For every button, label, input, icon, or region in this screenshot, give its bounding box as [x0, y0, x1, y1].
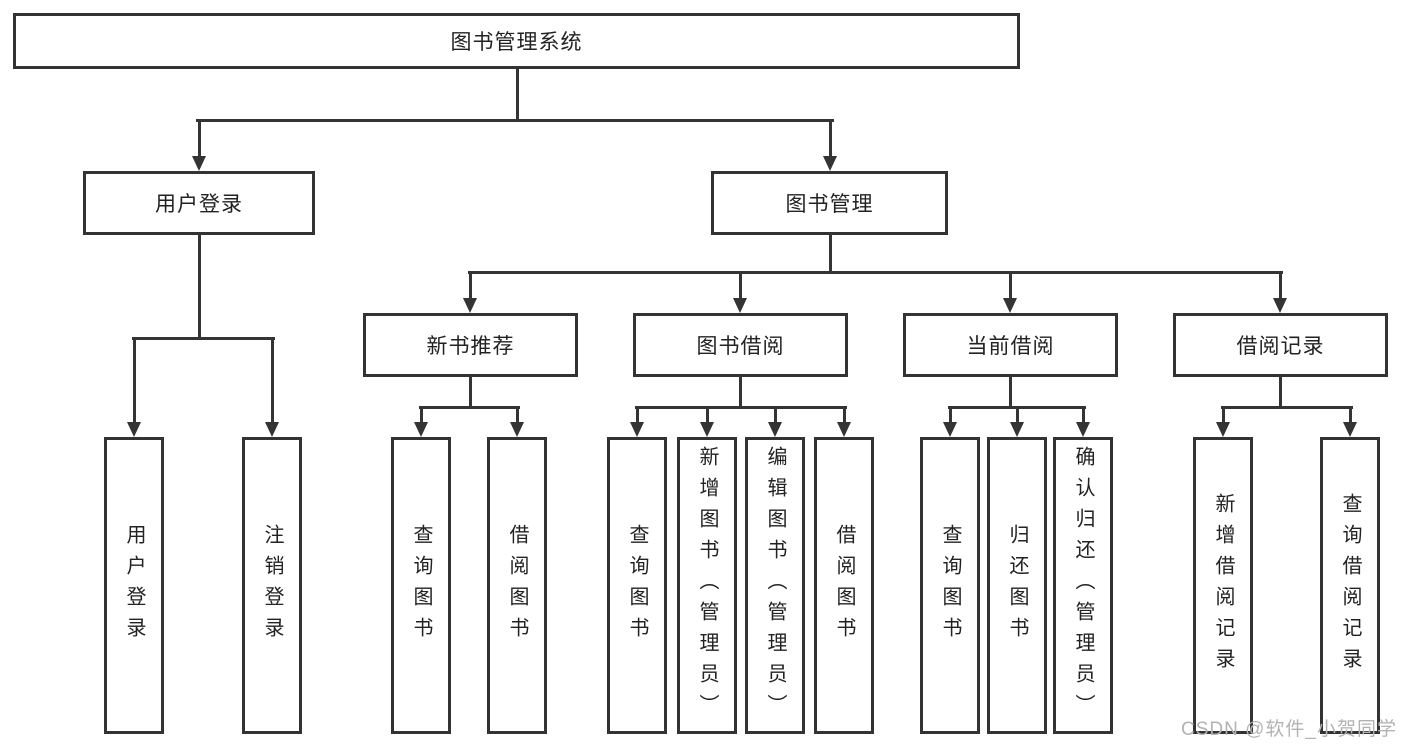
arrow-shaft	[1015, 407, 1019, 424]
arrowhead-icon	[1216, 422, 1230, 437]
node-label: 查询图书	[939, 523, 961, 648]
node-label: 借阅图书	[506, 523, 528, 648]
leaf-logout: 注销登录	[242, 437, 302, 734]
arrow-shaft	[738, 272, 742, 300]
arrowhead-icon	[823, 156, 837, 171]
arrowhead-icon	[192, 156, 206, 171]
arrow-shaft	[515, 407, 519, 424]
arrow-shaft	[1221, 407, 1225, 424]
connector-line	[468, 377, 472, 409]
node-book-management: 图书管理	[711, 171, 948, 235]
arrowhead-icon	[733, 298, 747, 313]
arrowhead-icon	[1010, 422, 1024, 437]
arrow-shaft	[842, 407, 846, 424]
connector-line	[197, 235, 201, 340]
arrowhead-icon	[463, 298, 477, 313]
connector-line	[738, 377, 742, 409]
connector-line	[418, 405, 520, 409]
node-current-borrow: 当前借阅	[903, 313, 1118, 377]
leaf-user-login: 用户登录	[104, 437, 164, 734]
arrow-shaft	[1278, 272, 1282, 300]
leaf-add-borrow-record: 新增借阅记录	[1193, 437, 1253, 734]
arrow-shaft	[773, 407, 777, 424]
arrowhead-icon	[768, 422, 782, 437]
node-label: 图书借阅	[696, 335, 785, 358]
arrowhead-icon	[265, 422, 279, 437]
csdn-watermark: CSDN @软件_小贺同学	[1181, 719, 1397, 740]
node-label: 注销登录	[261, 523, 283, 648]
arrow-shaft	[419, 407, 423, 424]
arrow-shaft	[1081, 407, 1085, 424]
connector-line	[1220, 405, 1353, 409]
leaf-edit-books-admin: 编辑图书（管理员）	[745, 437, 805, 734]
leaf-query-books-borrow: 查询图书	[607, 437, 667, 734]
leaf-return-books: 归还图书	[987, 437, 1047, 734]
arrowhead-icon	[700, 422, 714, 437]
node-label: 借阅图书	[833, 523, 855, 648]
arrow-shaft	[468, 272, 472, 300]
node-new-book-recommend: 新书推荐	[363, 313, 578, 377]
node-label: 编辑图书（管理员）	[764, 446, 786, 725]
arrowhead-icon	[943, 422, 957, 437]
arrowhead-icon	[510, 422, 524, 437]
arrow-shaft	[1348, 407, 1352, 424]
arrowhead-icon	[1343, 422, 1357, 437]
leaf-borrow-books: 借阅图书	[814, 437, 874, 734]
arrow-shaft	[1008, 272, 1012, 300]
arrow-shaft	[705, 407, 709, 424]
leaf-query-borrow-record: 查询借阅记录	[1320, 437, 1380, 734]
connector-line	[634, 405, 847, 409]
arrow-shaft	[635, 407, 639, 424]
arrow-shaft	[828, 120, 832, 158]
arrow-shaft	[132, 338, 136, 424]
node-label: 新增借阅记录	[1212, 492, 1234, 679]
arrow-shaft	[948, 407, 952, 424]
leaf-query-books-current: 查询图书	[920, 437, 980, 734]
connector-line	[467, 270, 1283, 274]
node-label: 图书管理	[785, 193, 874, 216]
connector-line	[1008, 377, 1012, 409]
node-library-management-system: 图书管理系统	[13, 13, 1020, 69]
leaf-borrow-books-recommend: 借阅图书	[487, 437, 547, 734]
connector-line	[131, 336, 275, 340]
arrowhead-icon	[837, 422, 851, 437]
node-label: 归还图书	[1006, 523, 1028, 648]
node-label: 用户登录	[155, 193, 243, 216]
node-label: 用户登录	[123, 523, 145, 648]
node-label: 图书管理系统	[450, 31, 583, 54]
connector-line	[195, 118, 834, 122]
node-label: 查询图书	[626, 523, 648, 648]
arrow-shaft	[197, 120, 201, 158]
arrowhead-icon	[1273, 298, 1287, 313]
node-label: 当前借阅	[966, 335, 1055, 358]
leaf-confirm-return-admin: 确认归还（管理员）	[1053, 437, 1113, 734]
arrowhead-icon	[414, 422, 428, 437]
arrow-shaft	[270, 338, 274, 424]
node-label: 新增图书（管理员）	[696, 446, 718, 725]
node-label: 确认归还（管理员）	[1072, 446, 1094, 725]
connector-line	[515, 69, 519, 122]
node-label: 查询图书	[410, 523, 432, 648]
leaf-add-books-admin: 新增图书（管理员）	[677, 437, 737, 734]
arrowhead-icon	[630, 422, 644, 437]
arrowhead-icon	[127, 422, 141, 437]
node-book-borrow: 图书借阅	[633, 313, 848, 377]
arrowhead-icon	[1076, 422, 1090, 437]
node-user-login: 用户登录	[83, 171, 315, 235]
node-borrow-records: 借阅记录	[1173, 313, 1388, 377]
arrowhead-icon	[1003, 298, 1017, 313]
node-label: 借阅记录	[1236, 335, 1325, 358]
node-label: 新书推荐	[426, 335, 515, 358]
connector-line	[1278, 377, 1282, 409]
connector-line	[828, 235, 832, 274]
leaf-query-books-recommend: 查询图书	[391, 437, 451, 734]
node-label: 查询借阅记录	[1339, 492, 1361, 679]
